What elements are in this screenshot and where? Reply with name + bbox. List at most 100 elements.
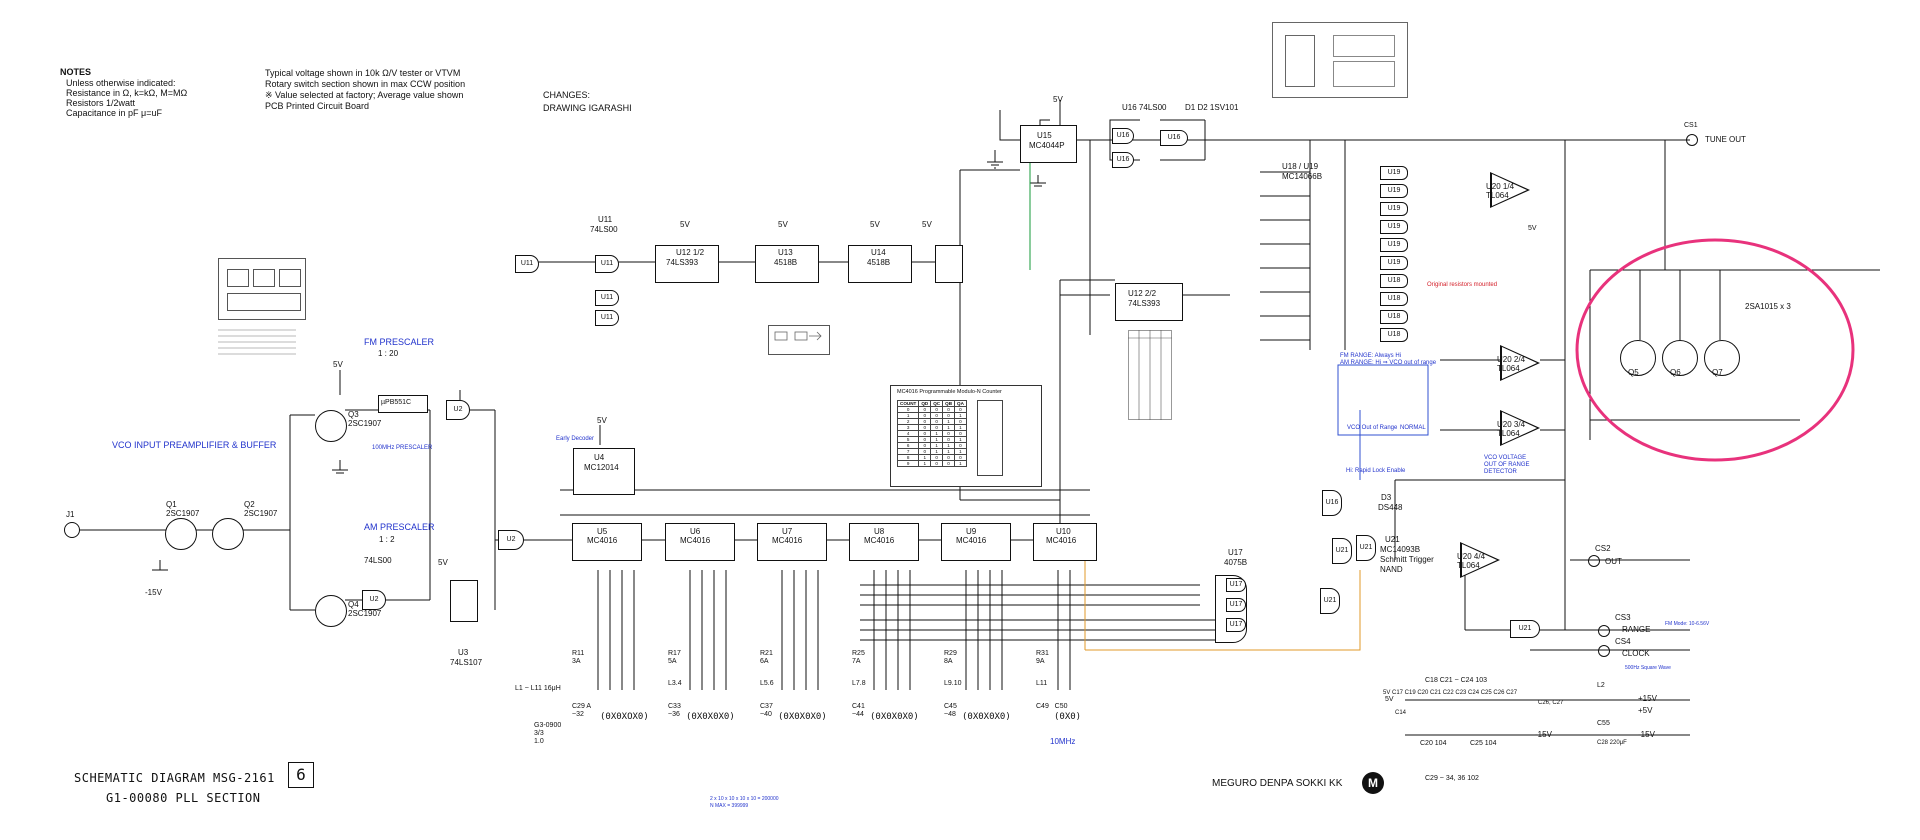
q1-label: Q1	[166, 500, 177, 509]
typical-line-4: PCB Printed Circuit Board	[265, 101, 370, 111]
coil-group-3-l: L5.6	[760, 680, 774, 687]
coil-group-5-c: C45 ~48	[944, 703, 957, 719]
c20-label: C20 104	[1420, 740, 1447, 747]
prescaler-desc: 100MHz PRESCALER	[372, 445, 433, 451]
nmax-label: N MAX = 399999	[710, 803, 749, 809]
switch-circles-5: (0X0X0X0)	[962, 712, 1011, 722]
normal-label: NORMAL	[1400, 425, 1426, 431]
cs4-label: CS4	[1615, 637, 1631, 646]
function-table-thumbnail	[218, 326, 296, 360]
u8-ref: U8	[874, 527, 885, 536]
u11a-gate: U11	[515, 255, 539, 273]
typical-line-3: ※ Value selected at factory; Average val…	[265, 90, 464, 100]
am-prescaler-label: AM PRESCALER	[364, 522, 435, 532]
transistor-q6	[1662, 340, 1698, 376]
prescaler-block-thumbnail	[218, 258, 306, 320]
analog-switch-gate: U18	[1380, 328, 1408, 342]
coil-group-6-l: L11	[1036, 680, 1048, 687]
u9-part: MC4016	[956, 536, 987, 545]
company-logo-icon: M	[1362, 772, 1384, 794]
u6-part: MC4016	[680, 536, 711, 545]
minus15v-right-label: -15V	[1638, 730, 1655, 739]
q4-part: 2SC1907	[348, 609, 382, 618]
q6-label: Q6	[1670, 368, 1681, 377]
plus5v-label: +5V	[1638, 706, 1653, 715]
q2-part: 2SC1907	[244, 509, 278, 518]
schematic-title: SCHEMATIC DIAGRAM MSG-2161	[74, 771, 275, 785]
bottom-caps-line-2: 5V C17 C19 C20 C21 C22 C23 C24 C25 C26 C…	[1383, 690, 1518, 696]
u4-5v: 5V	[597, 416, 607, 425]
u6-ref: U6	[690, 527, 701, 536]
coil-group-2-l: L3.4	[668, 680, 682, 687]
u20d-opamp	[1460, 542, 1500, 578]
u7-ref: U7	[782, 527, 793, 536]
q7-label: Q7	[1712, 368, 1723, 377]
coil-group-4-c: C41 ~44	[852, 703, 865, 719]
u4-chip: U4 MC12014	[573, 448, 635, 495]
l2-label: L2	[1597, 682, 1605, 689]
transistor-q7	[1704, 340, 1740, 376]
u20b-ref: U20 2/4	[1497, 355, 1526, 364]
u11b-gate: U11	[595, 255, 619, 273]
coil-group-1-l: L1 ~ L11 16μH	[515, 685, 561, 692]
changes-label: CHANGES:	[543, 90, 591, 100]
u14-chip: U14 4518B	[848, 245, 912, 283]
c29-label: C29 ~ 34, 36 102	[1425, 775, 1479, 782]
u2-gate-fm: U2	[446, 400, 470, 420]
q4-label: Q4	[348, 600, 359, 609]
c25-label: C25 104	[1470, 740, 1497, 747]
u20-5v: 5V	[1528, 225, 1537, 232]
mc4016-table-title: MC4016 Programmable Modulo-N Counter	[897, 389, 1002, 395]
sheet-number: 6	[288, 762, 314, 788]
u21b-gate: U21	[1356, 535, 1376, 561]
mc4016-table-panel: MC4016 Programmable Modulo-N Counter COU…	[890, 385, 1042, 487]
q3-5v-label: 5V	[333, 360, 343, 369]
rapid-lock-label: Hi: Rapid Lock Enable	[1346, 468, 1406, 474]
u20b-part: TL064	[1497, 363, 1520, 373]
cs2-connector	[1588, 555, 1600, 567]
j1-connector	[64, 522, 80, 538]
typical-line-1: Typical voltage shown in 10k Ω/V tester …	[265, 68, 461, 78]
cs1-connector	[1686, 134, 1698, 146]
q567-part: 2SA1015 x 3	[1745, 302, 1791, 311]
u20a-ref: U20 1/4	[1486, 182, 1515, 191]
clock-label: CLOCK	[1622, 649, 1650, 658]
cs3-connector	[1598, 625, 1610, 637]
u21-part: MC14093B	[1380, 545, 1421, 554]
u14-part: 4518B	[867, 258, 891, 267]
original-resistors-note: Original resistors mounted	[1427, 282, 1498, 288]
u11-am-part: 74LS00	[364, 556, 392, 565]
fm-prescaler-label: FM PRESCALER	[364, 337, 435, 347]
u3-part: 74LS107	[450, 658, 483, 667]
fm-range-note: FM RANGE: Always Hi	[1340, 353, 1402, 359]
u10-part: MC4016	[1046, 536, 1077, 545]
u7-part: MC4016	[772, 536, 803, 545]
u7-chip: U7 MC4016	[757, 523, 827, 561]
coil-group-2-c: C33 ~36	[668, 703, 681, 719]
u11-part: 74LS00	[590, 225, 618, 234]
analog-switch-gate: U19	[1380, 256, 1408, 270]
u15-part: MC4044P	[1029, 141, 1065, 150]
u12b-ref: U12 2/2	[1128, 289, 1157, 298]
u3-5v-label: 5V	[438, 558, 448, 567]
part-title: G1-00080 PLL SECTION	[106, 791, 261, 805]
transistor-q3	[315, 410, 347, 442]
d3-part: DS448	[1378, 503, 1403, 512]
switch-circles-4: (0X0X0X0)	[870, 712, 919, 722]
coil-group-3-r: R21 6A	[760, 650, 773, 666]
u20c-part: TL064	[1497, 428, 1520, 438]
u20d-part: TL064	[1457, 560, 1480, 570]
am-ratio-label: 1 : 2	[379, 535, 395, 544]
u14-5v: 5V	[870, 220, 880, 229]
early-decoder-label: Early Decoder	[556, 436, 595, 442]
analog-switch-gate: U18	[1380, 274, 1408, 288]
q1-part: 2SC1907	[166, 509, 200, 518]
u10-chip: U10 MC4016	[1033, 523, 1097, 561]
u16b-gate: U16	[1112, 152, 1134, 168]
company-name: MEGURO DENPA SOKKI KK	[1212, 778, 1343, 789]
coil-group-6-c: C49 C50	[1036, 703, 1068, 710]
